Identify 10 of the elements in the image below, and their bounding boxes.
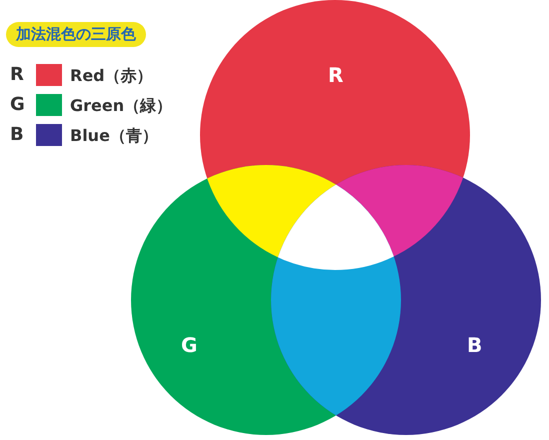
- circle-letter: R: [328, 65, 344, 85]
- circle-letter: G: [181, 335, 198, 355]
- legend-label: Blue（青）: [70, 126, 158, 147]
- title-badge: 加法混色の三原色: [6, 22, 146, 47]
- legend-label: Red（赤）: [70, 66, 153, 87]
- legend-letter: R: [10, 64, 24, 85]
- circle-letter: B: [467, 335, 482, 355]
- legend-letter: G: [10, 94, 25, 115]
- legend-label: Green（緑）: [70, 96, 172, 117]
- legend-letter: B: [10, 124, 24, 145]
